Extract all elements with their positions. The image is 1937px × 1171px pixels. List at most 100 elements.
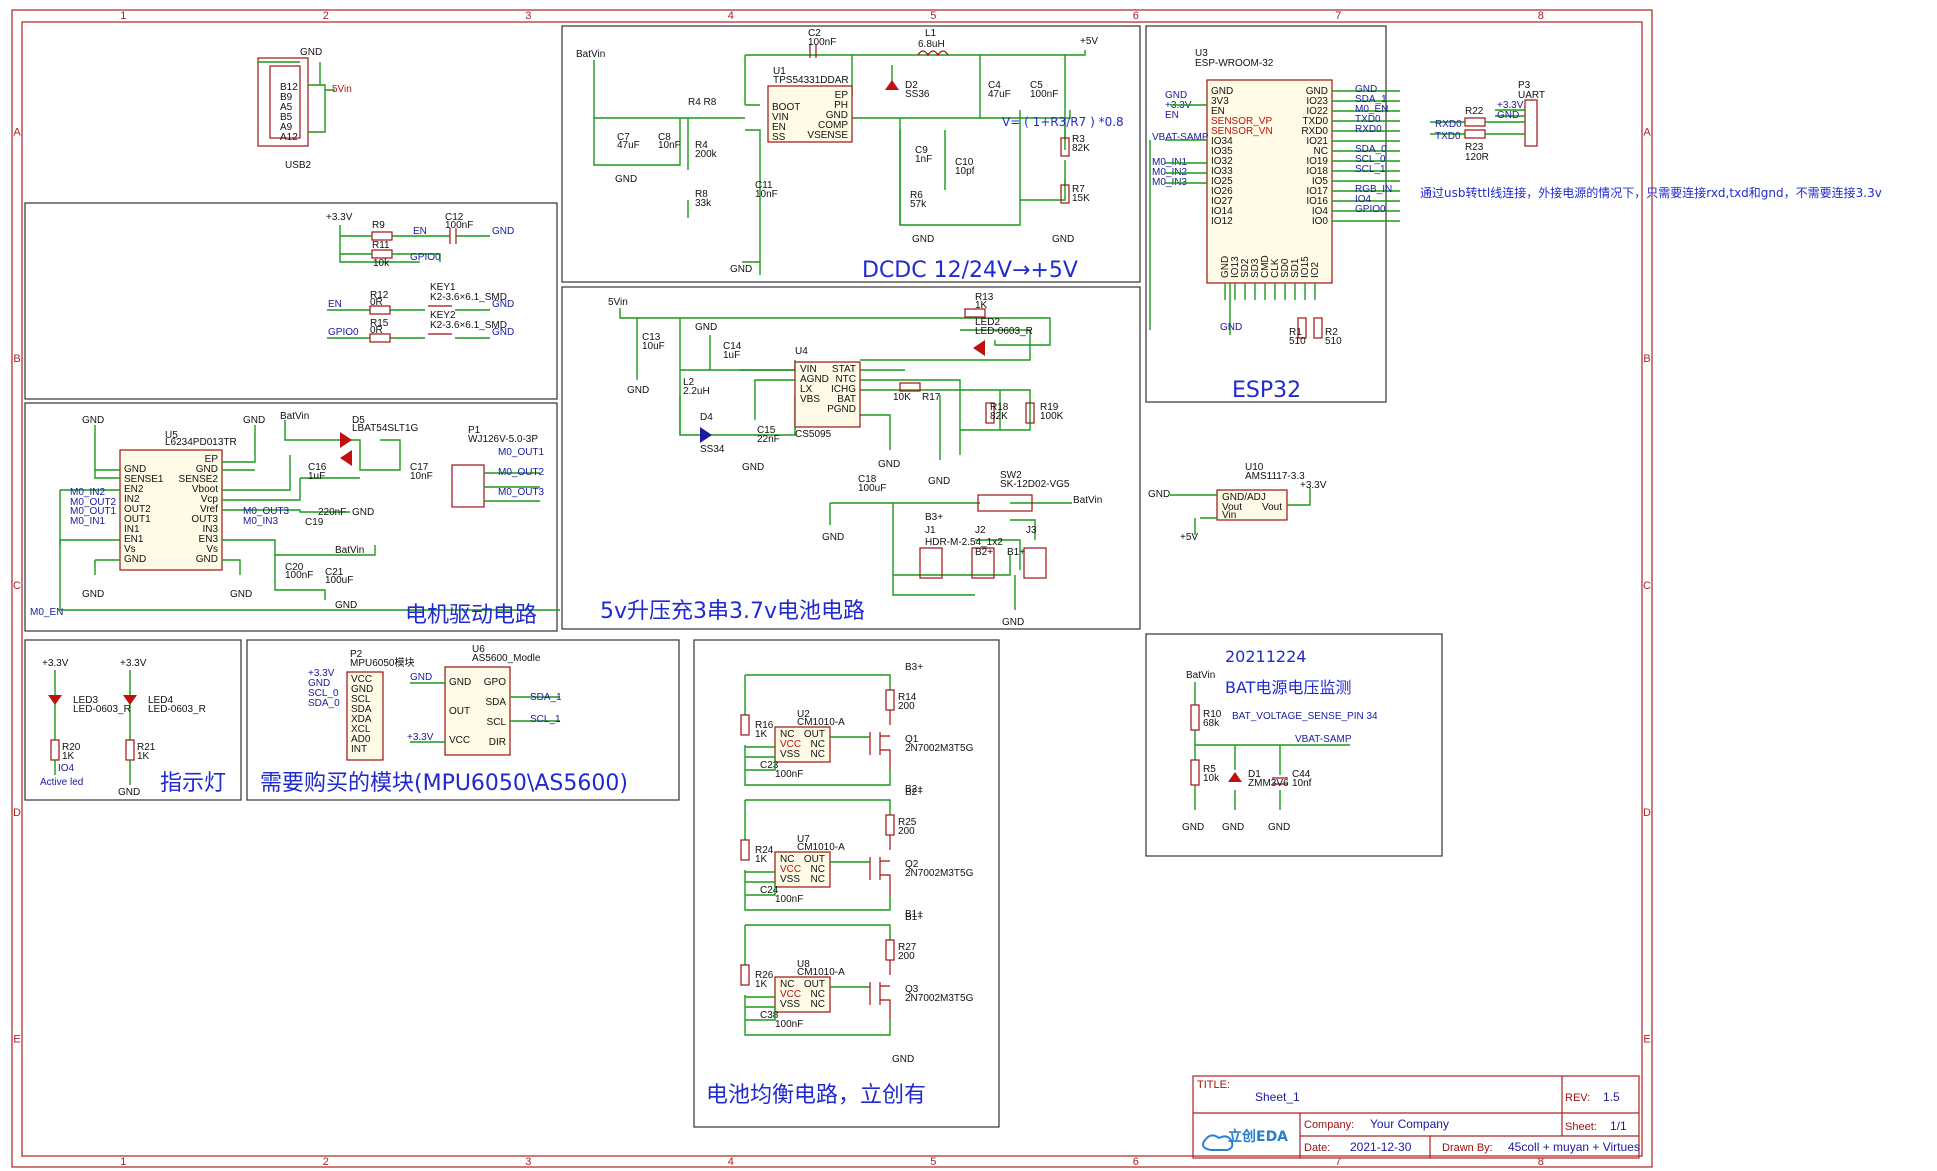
svg-text:M0_OUT3: M0_OUT3 [498, 487, 545, 498]
svg-text:C8: C8 [658, 132, 671, 143]
pin-label: IN3 [202, 524, 218, 535]
charger-section-box [561, 286, 1141, 630]
svg-text:100uF: 100uF [858, 483, 886, 494]
svg-text:R12: R12 [370, 290, 389, 301]
svg-text:GND: GND [230, 589, 252, 600]
cm1010-chip [774, 726, 831, 763]
led3-vcc: +3.3V [42, 658, 69, 669]
d2-ref: D2 [905, 80, 918, 91]
key-section-box [24, 202, 558, 400]
esp32-pin: IO26 [1211, 186, 1233, 197]
l1-ref: L1 [925, 28, 937, 39]
esp32-pin: IO14 [1211, 206, 1233, 217]
esp32-pin: IO15 [1300, 256, 1311, 278]
pin-label: SDA [485, 697, 506, 708]
u5-chip [119, 449, 223, 571]
svg-text:D4: D4 [700, 412, 713, 423]
l1-val: 6.8uH [918, 39, 945, 50]
u3-ref: U3 [1195, 48, 1208, 59]
r5-ref: R5 [1203, 764, 1216, 775]
pin-label: VCC [449, 735, 470, 746]
sw2-switch [977, 494, 1033, 512]
esp32-pin: IO5 [1312, 176, 1329, 187]
pin-label: OUT [449, 706, 470, 717]
cm-pin: NC [811, 749, 825, 760]
c2-ref: C2 [808, 28, 821, 39]
pin-label: ICHG [831, 384, 856, 395]
cap-val: 100nF [775, 1019, 803, 1030]
esp32-pin: RXD0 [1301, 126, 1328, 137]
svg-text:0R: 0R [370, 297, 383, 308]
svg-text:J1: J1 [925, 525, 936, 536]
esp32-net: SDA_0 [1355, 144, 1387, 155]
mosfet-ref: Q3 [905, 984, 919, 995]
rev-value: 1.5 [1603, 1090, 1620, 1104]
grid-col-bottom: 5 [930, 1156, 936, 1168]
balance-block: 电池均衡电路，立创有 B3+U2CM1010-ANCVCCVSSOUTNCNCR… [706, 662, 974, 1108]
u10-chip [1216, 489, 1288, 521]
key-en-net: EN [413, 226, 427, 237]
pin-label: STAT [832, 364, 856, 375]
svg-text:10K: 10K [893, 392, 911, 403]
svg-text:+5V: +5V [1180, 532, 1198, 543]
svg-text:220nF: 220nF [318, 507, 346, 518]
svg-text:SS34: SS34 [700, 444, 725, 455]
r10-val: 68k [1203, 718, 1220, 729]
company-value: Your Company [1370, 1117, 1449, 1131]
svg-text:M0_OUT1: M0_OUT1 [70, 506, 117, 517]
pin-label: IN1 [124, 524, 140, 535]
j3 [1023, 547, 1047, 579]
svg-text:M0_EN: M0_EN [30, 607, 63, 618]
esp32-net: RGB_IN [1355, 184, 1392, 195]
svg-text:GND: GND [1165, 90, 1187, 101]
u6-ref: U6 [472, 644, 485, 655]
svg-text:TXD0: TXD0 [1435, 131, 1461, 142]
svg-text:10nF: 10nF [658, 140, 681, 151]
pin-label: NTC [835, 374, 856, 385]
svg-text:LED-0603_R: LED-0603_R [975, 326, 1033, 337]
svg-text:+3.3V: +3.3V [407, 732, 434, 743]
cap-val: 100nF [775, 769, 803, 780]
wire [745, 736, 870, 771]
u6-part: AS5600_Modle [472, 653, 541, 664]
cap-ref: C24 [760, 885, 779, 896]
svg-text:GND: GND [492, 299, 514, 310]
balance-gnd: GND [892, 1054, 914, 1065]
grid-row-left: C [13, 580, 21, 592]
resistor-val: 1K [755, 729, 768, 740]
esp32-pin: IO32 [1211, 156, 1233, 167]
pin-label: PH [834, 100, 848, 111]
esp32-pin: SENSOR_VN [1211, 126, 1273, 137]
grid-col-bottom: 2 [323, 1156, 329, 1168]
pin-label: GND [196, 554, 218, 565]
grid-col-bottom: 1 [120, 1156, 126, 1168]
svg-text:C18: C18 [858, 474, 877, 485]
chip-ref: U2 [797, 709, 810, 720]
r20-ref: R20 [62, 742, 81, 753]
c44-val: 10nf [1292, 778, 1312, 789]
esp32-pin: NC [1314, 146, 1328, 157]
key1-en-net: EN [328, 299, 342, 310]
svg-text:GND: GND [352, 507, 374, 518]
grid-col-bottom: 3 [525, 1156, 531, 1168]
svg-text:GND: GND [243, 415, 265, 426]
cm-pin: NC [780, 854, 794, 865]
svg-text:M0_IN1: M0_IN1 [70, 516, 105, 527]
pin-label: SENSE1 [124, 474, 164, 485]
active-led-note: Active led [40, 777, 83, 788]
charger-title: 5v升压充3串3.7v电池电路 [600, 599, 865, 624]
pin-label: VIN [800, 364, 817, 375]
pin-label: Vboot [192, 484, 218, 495]
svg-text:L2: L2 [683, 377, 695, 388]
dcdc-5v: +5V [1080, 36, 1098, 47]
pin-label: GND [351, 684, 373, 695]
date-value: 2021-12-30 [1350, 1140, 1412, 1154]
esp32-net: GND [1355, 84, 1377, 95]
grid-col-top: 5 [930, 10, 936, 22]
esp32-title: ESP32 [1232, 378, 1301, 403]
key2-label: KEY2 [430, 310, 456, 321]
pin-label: AGND [800, 374, 829, 385]
